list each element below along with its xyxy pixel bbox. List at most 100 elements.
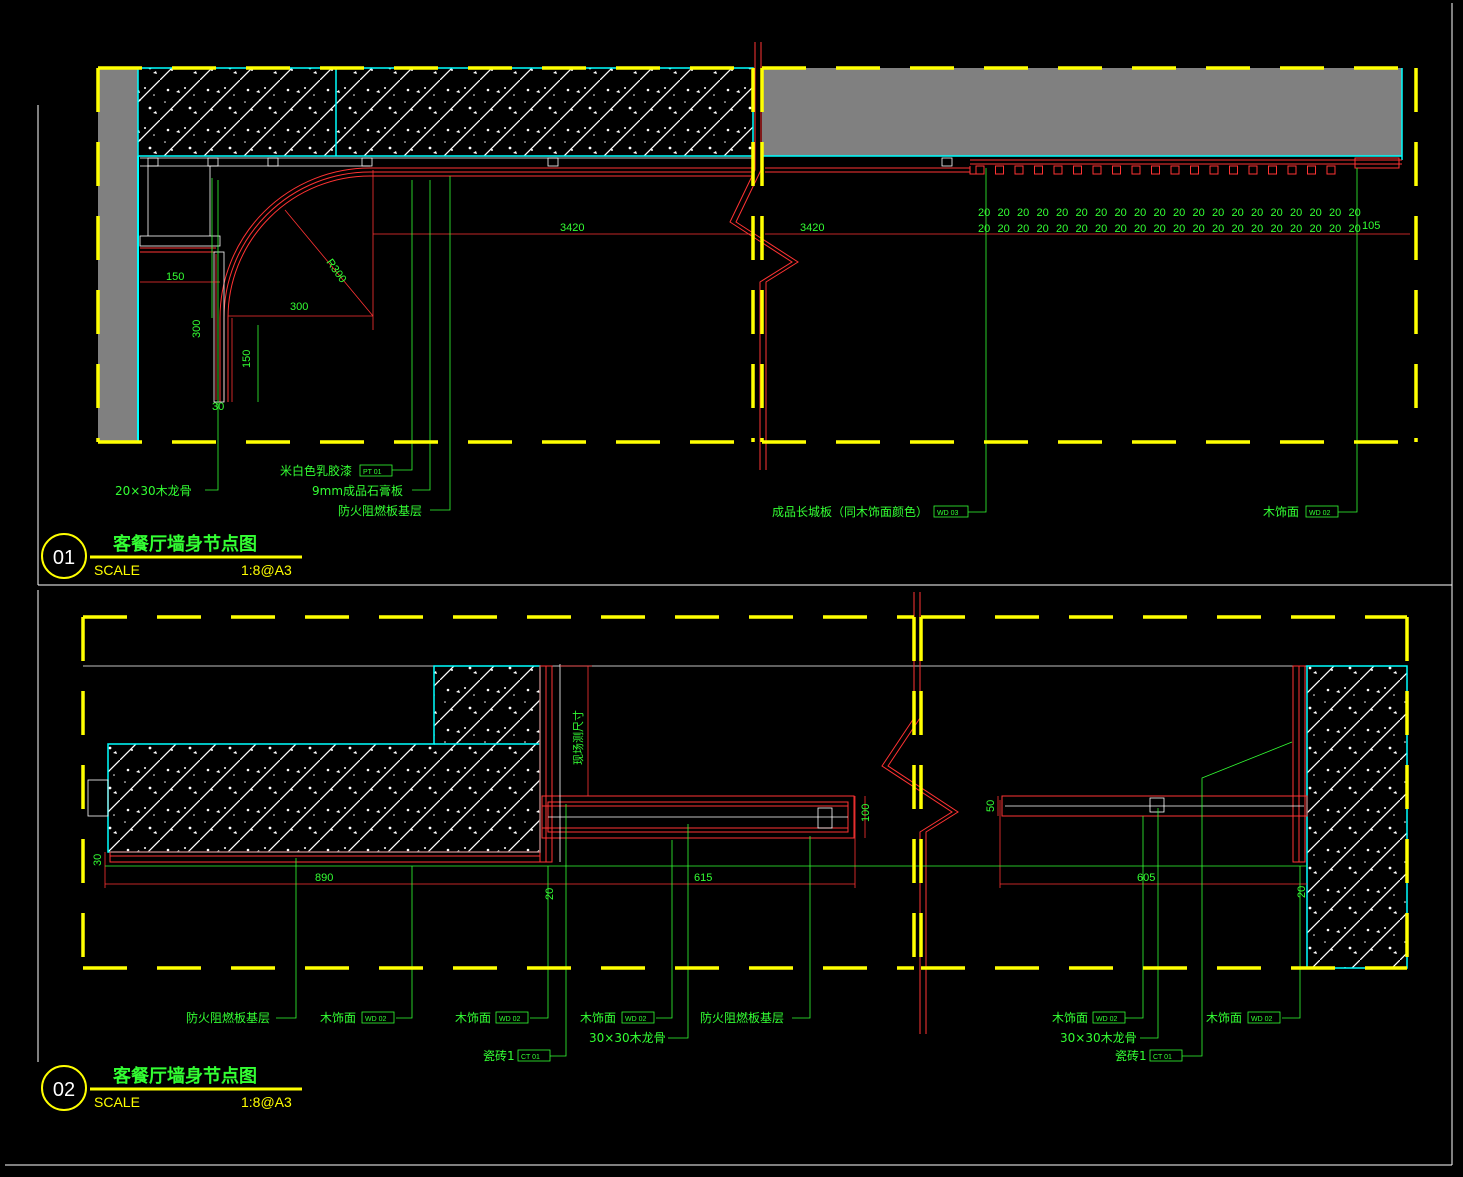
dim-20-label: 20 bbox=[998, 207, 1010, 219]
tag-wd02-c: WD 02 bbox=[625, 1016, 647, 1023]
dimensions-02 bbox=[104, 665, 1307, 888]
outline-02 bbox=[81, 615, 1409, 970]
drawing-02: 890 615 605 30 20 20 100 50 现场测尺寸 bbox=[41, 592, 1409, 1111]
dim-20-label: 20 bbox=[1037, 223, 1049, 235]
label-latex-paint: 米白色乳胶漆 bbox=[280, 463, 352, 478]
dim-20-label: 20 bbox=[1212, 207, 1224, 219]
scale-value-02: 1:8@A3 bbox=[241, 1094, 292, 1110]
tag-wd02: WD 02 bbox=[1309, 510, 1331, 517]
dim-20-label: 20 bbox=[1076, 207, 1088, 219]
sheet-frame bbox=[5, 3, 1453, 1166]
label-wood-joist-30x30-b: 30×30木龙骨 bbox=[1060, 1031, 1137, 1045]
dim-20-label: 20 bbox=[1173, 223, 1185, 235]
dim-300-h: 300 bbox=[290, 301, 308, 313]
label-wood-joist-30x30: 30×30木龙骨 bbox=[589, 1031, 666, 1045]
label-fireproof-base-b: 防火阻燃板基层 bbox=[700, 1010, 784, 1025]
dim-615: 615 bbox=[694, 872, 712, 884]
dim-20-label: 20 bbox=[978, 207, 990, 219]
dim-20-label: 20 bbox=[1017, 207, 1029, 219]
label-fireproof-base-a: 防火阻燃板基层 bbox=[186, 1010, 270, 1025]
dim-20-label: 20 bbox=[998, 223, 1010, 235]
dim-20-label: 20 bbox=[1154, 207, 1166, 219]
tag-ct01-b: CT 01 bbox=[1153, 1054, 1172, 1061]
dim-20-label: 20 bbox=[1271, 207, 1283, 219]
dim-20-label: 20 bbox=[1310, 223, 1322, 235]
drawing-title-02: 客餐厅墙身节点图 bbox=[113, 1065, 257, 1087]
dim-105: 105 bbox=[1362, 220, 1380, 232]
dim-20-label: 20 bbox=[1173, 207, 1185, 219]
label-great-wall-panel: 成品长城板（同木饰面颜色） bbox=[772, 504, 928, 519]
dim-20-label: 20 bbox=[1329, 207, 1341, 219]
dim-20-label: 20 bbox=[1115, 207, 1127, 219]
dim-20-label: 20 bbox=[1251, 223, 1263, 235]
dim-20-label: 20 bbox=[1095, 207, 1107, 219]
dim-20-left: 20 bbox=[544, 888, 556, 900]
scale-label-02: SCALE bbox=[94, 1094, 140, 1110]
dim-20-label: 20 bbox=[1290, 223, 1302, 235]
dim-20-label: 20 bbox=[1076, 223, 1088, 235]
dim-20-series: 20 20 20 20 20 20 20 20 20 20 20 20 20 20 20 20 20 20 20 20… bbox=[978, 207, 1361, 235]
dim-20-label: 20 bbox=[1193, 223, 1205, 235]
dim-20-label: 20 bbox=[1290, 207, 1302, 219]
label-wood-joist-20x30: 20×30木龙骨 bbox=[115, 484, 192, 498]
concrete-wall-left bbox=[107, 665, 541, 853]
label-wood-veneer-a: 木饰面 bbox=[320, 1011, 356, 1025]
leaders-02 bbox=[276, 741, 1301, 1057]
dim-20-label: 20 bbox=[1349, 207, 1361, 219]
dim-20-label: 20 bbox=[1329, 223, 1341, 235]
dim-3420-right: 3420 bbox=[800, 222, 824, 234]
tag-wd02-e: WD 02 bbox=[1251, 1016, 1273, 1023]
tag-wd02-b: WD 02 bbox=[499, 1016, 521, 1023]
wall-section-gray-left bbox=[98, 68, 138, 442]
dim-50: 50 bbox=[985, 800, 997, 812]
dim-150-v: 150 bbox=[241, 350, 253, 368]
label-wood-veneer-b: 木饰面 bbox=[455, 1011, 491, 1025]
drawing-01: 3420 3420 105 150 300 30 300 150 R300 20… bbox=[41, 42, 1418, 579]
dim-r300: R300 bbox=[324, 257, 349, 285]
dim-20-label: 20 bbox=[1212, 223, 1224, 235]
dim-20-label: 20 bbox=[1193, 207, 1205, 219]
tag-wd03: WD 03 bbox=[937, 510, 959, 517]
label-gypsum-board: 9mm成品石膏板 bbox=[312, 483, 403, 498]
dim-20-label: 20 bbox=[1232, 223, 1244, 235]
label-tile-1-b: 瓷砖1 bbox=[1115, 1048, 1147, 1063]
label-wood-veneer-d: 木饰面 bbox=[1052, 1011, 1088, 1025]
dim-20-label: 20 bbox=[1037, 207, 1049, 219]
label-wood-veneer: 木饰面 bbox=[1263, 505, 1299, 519]
title-block-01: 01 客餐厅墙身节点图 SCALE 1:8@A3 bbox=[41, 533, 302, 579]
dim-20-label: 20 bbox=[1115, 223, 1127, 235]
dim-site-measure: 现场测尺寸 bbox=[571, 710, 585, 765]
dim-605: 605 bbox=[1137, 872, 1155, 884]
dim-20-label: 20 bbox=[1056, 207, 1068, 219]
dim-20-label: 20 bbox=[1349, 223, 1361, 235]
dim-20-label: 20 bbox=[1310, 207, 1322, 219]
title-block-02: 02 客餐厅墙身节点图 SCALE 1:8@A3 bbox=[41, 1065, 302, 1111]
dim-20-label: 20 bbox=[1154, 223, 1166, 235]
dim-20-label: 20 bbox=[1056, 223, 1068, 235]
tag-wd02-d: WD 02 bbox=[1096, 1016, 1118, 1023]
dimensions-01 bbox=[140, 170, 1410, 402]
finish-layers-01 bbox=[140, 157, 1402, 402]
label-fireproof-base: 防火阻燃板基层 bbox=[338, 503, 422, 518]
tag-wd02-a: WD 02 bbox=[365, 1016, 387, 1023]
outline-01 bbox=[96, 66, 1418, 444]
dim-20-label: 20 bbox=[1271, 223, 1283, 235]
tag-pt01: PT 01 bbox=[363, 469, 382, 476]
dim-20-label: 20 bbox=[1095, 223, 1107, 235]
dim-150-h: 150 bbox=[166, 271, 184, 283]
dim-20-label: 20 bbox=[1251, 207, 1263, 219]
dim-20-label: 20 bbox=[1017, 223, 1029, 235]
drawing-number-01: 01 bbox=[53, 547, 75, 569]
drawing-number-02: 02 bbox=[53, 1079, 75, 1101]
dim-300-v: 300 bbox=[191, 320, 203, 338]
dim-890: 890 bbox=[315, 872, 333, 884]
wall-section-gray-right bbox=[762, 68, 1402, 156]
scale-label-01: SCALE bbox=[94, 562, 140, 578]
concrete-wall-right bbox=[1306, 665, 1408, 969]
dim-20-right: 20 bbox=[1296, 886, 1308, 898]
label-tile-1: 瓷砖1 bbox=[483, 1048, 515, 1063]
leaders-01 bbox=[205, 168, 1358, 513]
dim-20-label: 20 bbox=[978, 223, 990, 235]
slat-grooves bbox=[975, 165, 1336, 175]
